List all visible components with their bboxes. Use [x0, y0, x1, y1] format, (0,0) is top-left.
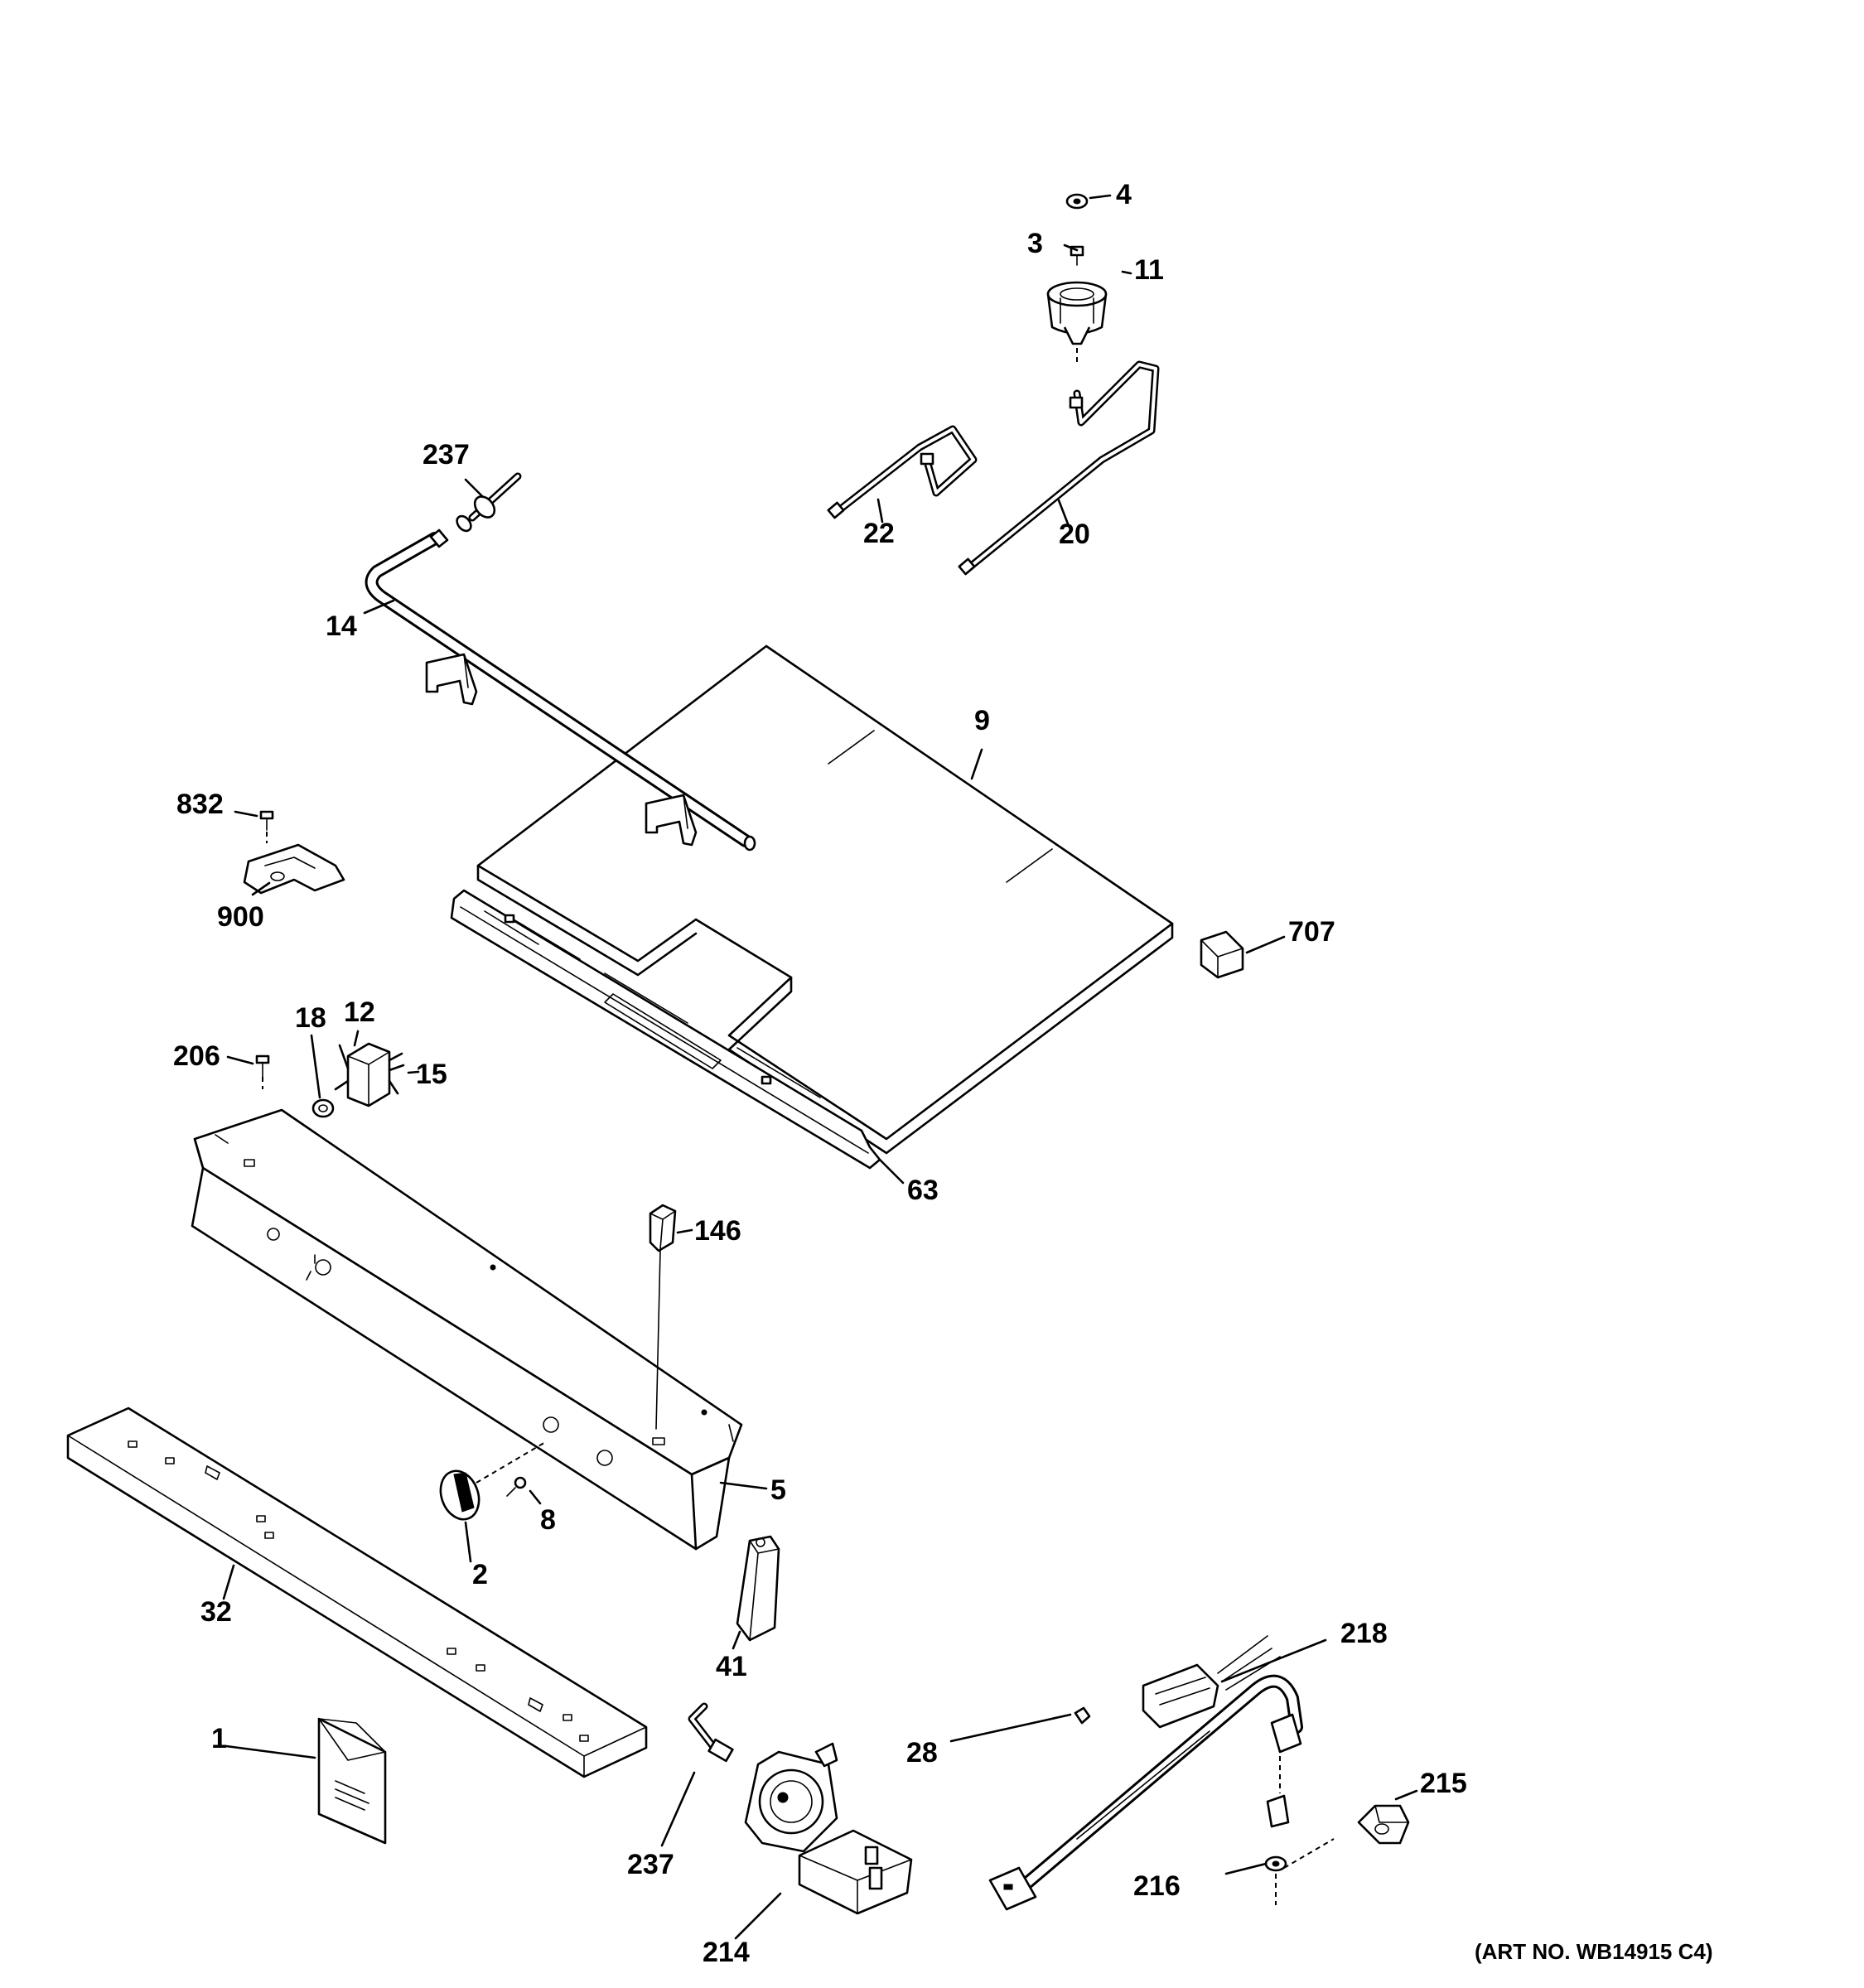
label-832: 832 [176, 789, 224, 820]
part-15-terminals [388, 1052, 405, 1095]
part-237-orifice-fitting-top [429, 472, 522, 548]
part-28-screw [1074, 1706, 1091, 1725]
label-218: 218 [1340, 1618, 1388, 1649]
part-215-clip [1357, 1804, 1410, 1845]
part-18-nut [311, 1098, 335, 1118]
part-9-top-panel [476, 644, 1174, 1155]
label-12: 12 [344, 996, 375, 1028]
part-4-nut [1065, 193, 1089, 210]
label-1: 1 [211, 1723, 227, 1754]
part-5-control-panel [191, 1108, 743, 1551]
part-32-trim-strip [66, 1407, 648, 1778]
label-15: 15 [416, 1059, 447, 1090]
part-832-screw [259, 810, 274, 843]
label-215: 215 [1420, 1768, 1467, 1799]
label-8: 8 [540, 1504, 556, 1536]
label-3: 3 [1027, 228, 1043, 259]
label-4: 4 [1116, 179, 1132, 210]
label-237-top: 237 [423, 439, 470, 470]
part-41-end-cap [736, 1535, 780, 1642]
label-900: 900 [217, 901, 264, 933]
label-9: 9 [974, 705, 990, 736]
label-14: 14 [326, 610, 357, 642]
label-28: 28 [906, 1737, 938, 1768]
label-5: 5 [770, 1474, 786, 1506]
label-2: 2 [472, 1559, 488, 1590]
part-146-clip [649, 1204, 677, 1430]
label-20: 20 [1059, 519, 1090, 550]
part-22-gas-line [827, 425, 978, 519]
part-63-mounting-rail [450, 889, 881, 1170]
part-707-clip [1200, 930, 1244, 979]
part-11-burner-base [1046, 281, 1108, 364]
part-216-nut [1264, 1838, 1335, 1905]
art-number: (ART NO. WB14915 C4) [1475, 1939, 1713, 1964]
part-labels: 4 3 11 237 22 20 14 9 832 900 707 18 12 … [173, 179, 1713, 1968]
label-707: 707 [1288, 916, 1335, 948]
part-8-screw [506, 1476, 527, 1497]
label-11: 11 [1134, 254, 1164, 286]
leader-lines [222, 194, 1418, 1940]
label-18: 18 [295, 1002, 326, 1034]
part-214-gas-valve [744, 1742, 913, 1915]
part-900-bracket [243, 843, 345, 895]
part-206-screw [255, 1054, 270, 1089]
part-237-elbow-fitting-bottom [688, 1702, 734, 1763]
label-237-bottom: 237 [627, 1849, 674, 1880]
part-12-switch [334, 1042, 391, 1107]
part-2-knob [439, 1440, 548, 1521]
label-22: 22 [863, 518, 895, 549]
label-214: 214 [703, 1937, 750, 1968]
label-63: 63 [907, 1175, 939, 1206]
part-20-gas-line [958, 360, 1160, 576]
label-206: 206 [173, 1040, 220, 1072]
part-14-burner-tube [365, 532, 756, 852]
part-1-literature-packet [317, 1717, 387, 1845]
label-32: 32 [200, 1596, 232, 1628]
label-41: 41 [716, 1651, 747, 1682]
label-146: 146 [694, 1215, 741, 1247]
part-218-burner-assembly [988, 1635, 1303, 1911]
label-216: 216 [1133, 1870, 1181, 1902]
